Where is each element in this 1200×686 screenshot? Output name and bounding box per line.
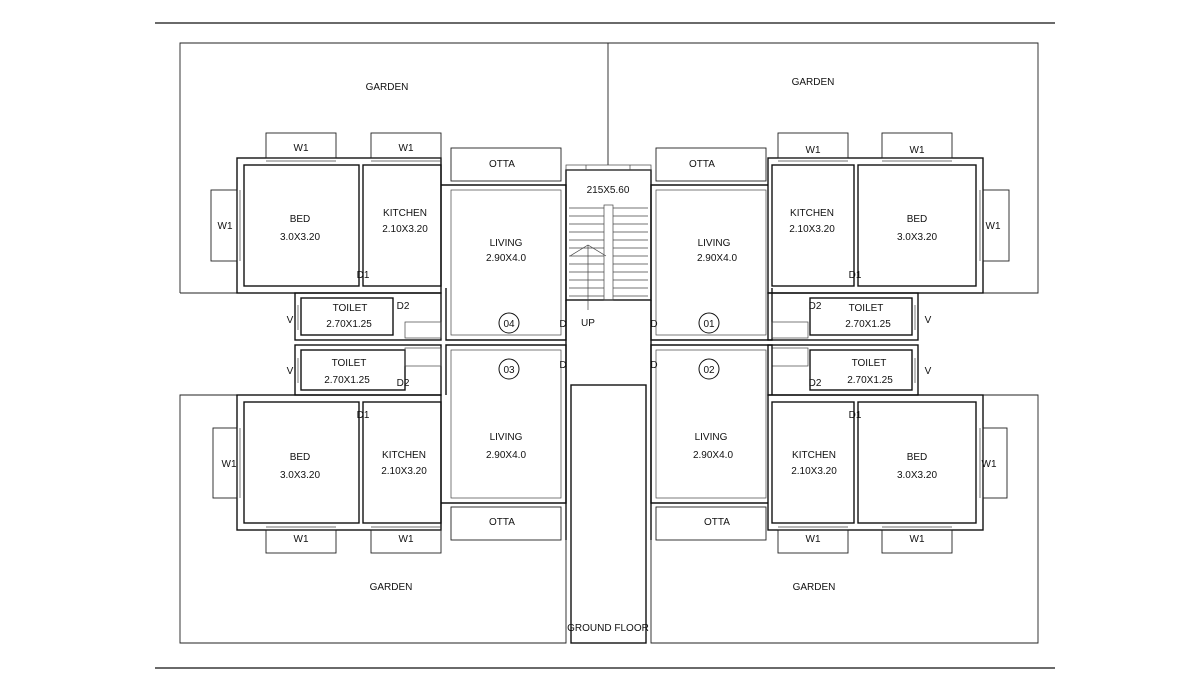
toilet-label: TOILET bbox=[852, 358, 887, 369]
garden-label: GARDEN bbox=[792, 77, 835, 88]
door-label: D bbox=[650, 360, 657, 371]
door-label: D bbox=[559, 319, 566, 330]
window-label: W1 bbox=[910, 534, 925, 545]
toilet-label: TOILET bbox=[332, 358, 367, 369]
unit-number: 01 bbox=[703, 319, 715, 330]
living-label: LIVING bbox=[695, 432, 728, 443]
window-label: W1 bbox=[806, 534, 821, 545]
door-label: D1 bbox=[849, 270, 862, 281]
otta-label: OTTA bbox=[489, 517, 515, 528]
living-size: 2.90X4.0 bbox=[693, 450, 733, 461]
living-label: LIVING bbox=[490, 238, 523, 249]
living-label: LIVING bbox=[698, 238, 731, 249]
door-label: D1 bbox=[357, 270, 370, 281]
bed-label: BED bbox=[290, 452, 311, 463]
unit-01-plan bbox=[650, 132, 1010, 341]
kitchen-label: KITCHEN bbox=[383, 208, 427, 219]
otta-label: OTTA bbox=[704, 517, 730, 528]
unit-02-plan bbox=[650, 344, 1008, 554]
door-label: D2 bbox=[397, 378, 410, 389]
toilet-label: TOILET bbox=[849, 303, 884, 314]
door-label: D2 bbox=[809, 301, 822, 312]
kitchen-size: 2.10X3.20 bbox=[789, 224, 835, 235]
unit-03-plan bbox=[212, 344, 567, 554]
bed-label: BED bbox=[907, 452, 928, 463]
unit-badge-03: 03 bbox=[498, 358, 520, 380]
window-label: W1 bbox=[399, 534, 414, 545]
window-label: W1 bbox=[910, 145, 925, 156]
garden-boundaries bbox=[179, 42, 1039, 644]
door-label: D1 bbox=[357, 410, 370, 421]
otta-label: OTTA bbox=[489, 159, 515, 170]
drawing-title: GROUND FLOOR bbox=[567, 623, 649, 634]
window-label: W1 bbox=[294, 534, 309, 545]
bed-size: 3.0X3.20 bbox=[897, 470, 937, 481]
door-label: D bbox=[650, 319, 657, 330]
unit-badge-04: 04 bbox=[498, 312, 520, 334]
bed-label: BED bbox=[907, 214, 928, 225]
bed-size: 3.0X3.20 bbox=[280, 232, 320, 243]
vent-label: V bbox=[287, 366, 294, 377]
window-label: W1 bbox=[982, 459, 997, 470]
toilet-size: 2.70X1.25 bbox=[326, 319, 372, 330]
central-core bbox=[565, 164, 652, 644]
window-label: W1 bbox=[294, 143, 309, 154]
unit-badge-02: 02 bbox=[698, 358, 720, 380]
window-label: W1 bbox=[218, 221, 233, 232]
window-label: W1 bbox=[986, 221, 1001, 232]
kitchen-label: KITCHEN bbox=[792, 450, 836, 461]
staircase-size: 215X5.60 bbox=[587, 185, 630, 196]
window-label: W1 bbox=[222, 459, 237, 470]
stair-up-label: UP bbox=[581, 318, 595, 329]
unit-number: 02 bbox=[703, 365, 715, 376]
kitchen-size: 2.10X3.20 bbox=[791, 466, 837, 477]
unit-badge-01: 01 bbox=[698, 312, 720, 334]
unit-04-plan bbox=[210, 132, 567, 341]
toilet-size: 2.70X1.25 bbox=[324, 375, 370, 386]
door-label: D bbox=[559, 360, 566, 371]
garden-label: GARDEN bbox=[793, 582, 836, 593]
living-size: 2.90X4.0 bbox=[486, 450, 526, 461]
toilet-label: TOILET bbox=[333, 303, 368, 314]
kitchen-size: 2.10X3.20 bbox=[381, 466, 427, 477]
vent-label: V bbox=[925, 315, 932, 326]
garden-label: GARDEN bbox=[370, 582, 413, 593]
bed-label: BED bbox=[290, 214, 311, 225]
toilet-size: 2.70X1.25 bbox=[845, 319, 891, 330]
kitchen-label: KITCHEN bbox=[790, 208, 834, 219]
door-label: D1 bbox=[849, 410, 862, 421]
door-label: D2 bbox=[809, 378, 822, 389]
door-label: D2 bbox=[397, 301, 410, 312]
kitchen-size: 2.10X3.20 bbox=[382, 224, 428, 235]
bed-size: 3.0X3.20 bbox=[897, 232, 937, 243]
garden-label: GARDEN bbox=[366, 82, 409, 93]
toilet-size: 2.70X1.25 bbox=[847, 375, 893, 386]
window-label: W1 bbox=[399, 143, 414, 154]
living-size: 2.90X4.0 bbox=[697, 253, 737, 264]
bed-size: 3.0X3.20 bbox=[280, 470, 320, 481]
unit-number: 04 bbox=[503, 319, 515, 330]
kitchen-label: KITCHEN bbox=[382, 450, 426, 461]
otta-label: OTTA bbox=[689, 159, 715, 170]
living-label: LIVING bbox=[490, 432, 523, 443]
unit-number: 03 bbox=[503, 365, 515, 376]
window-label: W1 bbox=[806, 145, 821, 156]
vent-label: V bbox=[287, 315, 294, 326]
vent-label: V bbox=[925, 366, 932, 377]
living-size: 2.90X4.0 bbox=[486, 253, 526, 264]
